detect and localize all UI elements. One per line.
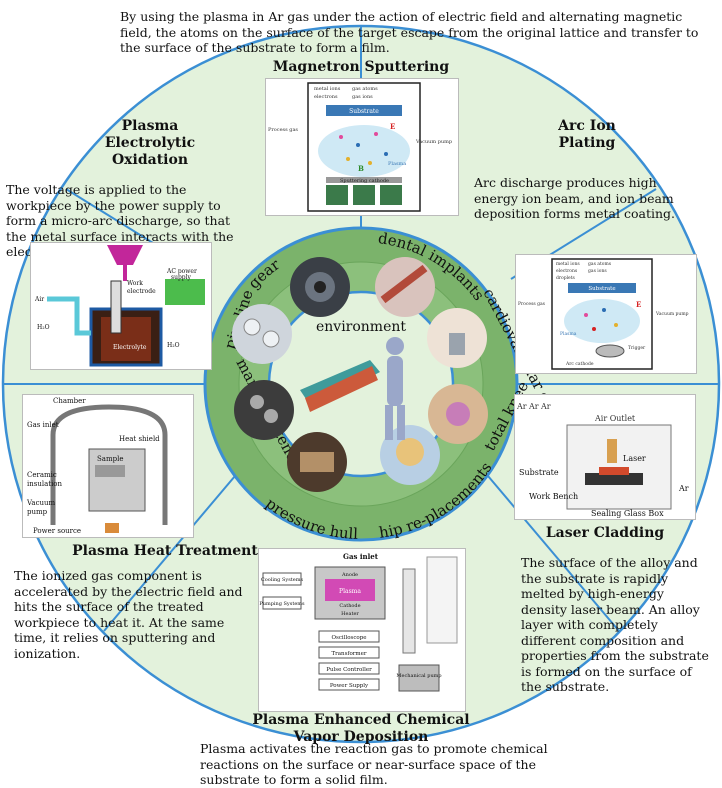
svg-text:Gas inlet: Gas inlet xyxy=(27,421,59,429)
arc-title: Arc Ion Plating xyxy=(558,118,616,151)
divider-bottom-right xyxy=(487,475,620,632)
svg-text:Cooling Systems: Cooling Systems xyxy=(261,577,304,583)
svg-text:insulation: insulation xyxy=(27,480,63,488)
svg-text:Substrate: Substrate xyxy=(519,468,559,477)
svg-text:Vacuum pump: Vacuum pump xyxy=(415,139,452,145)
svg-text:Transformer: Transformer xyxy=(331,651,366,657)
svg-text:droplets: droplets xyxy=(556,275,576,281)
magnetron-title: Magnetron Sputtering xyxy=(272,59,450,75)
svg-text:Heat shield: Heat shield xyxy=(119,435,160,443)
svg-text:Arc cathode: Arc cathode xyxy=(565,361,594,367)
svg-text:Substrate: Substrate xyxy=(349,108,379,115)
svg-text:Sample: Sample xyxy=(97,455,123,463)
center-label: environment xyxy=(316,319,406,335)
svg-text:Process gas: Process gas xyxy=(518,301,546,307)
svg-text:AC power: AC power xyxy=(166,268,197,275)
svg-text:Work: Work xyxy=(127,280,143,287)
human-skeleton-illustration xyxy=(385,337,405,440)
svg-text:electrons: electrons xyxy=(556,268,578,274)
svg-text:electrode: electrode xyxy=(127,288,156,295)
svg-text:Plasma: Plasma xyxy=(339,588,361,595)
svg-text:Air Outlet: Air Outlet xyxy=(594,414,636,423)
svg-text:Pulse Controller: Pulse Controller xyxy=(326,667,372,673)
svg-text:Heater: Heater xyxy=(341,611,359,617)
magnetron-description: By using the plasma in Ar gas under the … xyxy=(120,9,699,55)
svg-text:Sealing Glass Box: Sealing Glass Box xyxy=(591,509,664,518)
laser-description: The surface of the alloy and the substra… xyxy=(521,555,709,694)
peo-title: Plasma Electrolytic Oxidation xyxy=(104,118,196,168)
svg-text:Air: Air xyxy=(34,296,44,303)
svg-text:B: B xyxy=(358,164,364,173)
svg-text:Plasma: Plasma xyxy=(560,331,577,337)
peo-diagram: AC power supply Work electrode Air H₂O H… xyxy=(30,242,212,370)
svg-text:supply: supply xyxy=(171,274,192,281)
magnetron-figure: Substrate metal ions gas atoms electrons… xyxy=(268,82,452,212)
svg-text:Anode: Anode xyxy=(341,572,358,578)
magnetron-diagram: Substrate metal ions gas atoms electrons… xyxy=(265,78,459,216)
svg-text:Ar: Ar xyxy=(516,402,527,411)
laser-figure: Ar Ar Ar Air Outlet Laser Substrate Ar W… xyxy=(516,402,689,518)
svg-text:Cathode: Cathode xyxy=(339,603,360,609)
svg-text:Electrolyte: Electrolyte xyxy=(113,344,147,351)
svg-text:pump: pump xyxy=(27,508,48,516)
app-thumbnails xyxy=(232,257,488,492)
arc-figure: Substrate metal ions gas atoms electrons… xyxy=(518,258,689,370)
svg-text:Vacuum: Vacuum xyxy=(26,499,56,507)
svg-text:Chamber: Chamber xyxy=(53,397,86,405)
svg-text:gas ions: gas ions xyxy=(588,268,607,274)
svg-text:Oscilloscope: Oscilloscope xyxy=(332,635,367,641)
svg-text:E: E xyxy=(636,300,641,309)
divider-bottom-left xyxy=(103,475,236,632)
svg-text:metal ions: metal ions xyxy=(556,261,580,267)
laser-title: Laser Cladding xyxy=(545,525,665,541)
fasteners-thumb xyxy=(234,380,294,440)
pht-figure: Chamber Gas inlet Heat shield Sample Cer… xyxy=(26,397,168,535)
ship-illustration xyxy=(300,360,380,412)
svg-text:Process gas: Process gas xyxy=(268,127,298,133)
pht-description: The ionized gas component is accelerated… xyxy=(14,568,243,661)
svg-text:gas atoms: gas atoms xyxy=(352,86,378,92)
svg-text:E: E xyxy=(390,122,395,131)
svg-text:Vacuum pump: Vacuum pump xyxy=(655,311,689,317)
svg-text:Ar: Ar xyxy=(528,402,539,411)
svg-text:Ar: Ar xyxy=(678,484,689,493)
svg-text:electrons: electrons xyxy=(314,94,338,100)
pecvd-title: Plasma Enhanced Chemical Vapor Depositio… xyxy=(252,712,470,745)
svg-text:Mechanical pump: Mechanical pump xyxy=(396,673,441,679)
arc-description: Arc discharge produces high energy ion b… xyxy=(474,175,676,221)
laser-diagram: Ar Ar Ar Air Outlet Laser Substrate Ar W… xyxy=(514,394,696,520)
pecvd-figure: Gas inlet Anode Plasma Cathode Heater Co… xyxy=(259,552,458,692)
pipeline-thumb xyxy=(232,304,292,364)
svg-text:gas atoms: gas atoms xyxy=(588,261,612,267)
svg-text:Gas inlet: Gas inlet xyxy=(343,552,379,561)
arc-diagram: Substrate metal ions gas atoms electrons… xyxy=(515,254,697,374)
svg-text:Power Supply: Power Supply xyxy=(330,683,369,689)
svg-text:Substrate: Substrate xyxy=(588,286,615,292)
svg-text:Ar: Ar xyxy=(540,402,551,411)
svg-text:Ceramic: Ceramic xyxy=(27,471,57,479)
svg-text:H₂O: H₂O xyxy=(37,324,50,331)
pecvd-diagram: Gas inlet Anode Plasma Cathode Heater Co… xyxy=(258,548,466,712)
peo-figure: AC power supply Work electrode Air H₂O H… xyxy=(34,245,205,367)
svg-text:Laser: Laser xyxy=(623,454,646,463)
svg-text:Plasma: Plasma xyxy=(388,161,406,167)
svg-text:Power source: Power source xyxy=(33,527,81,535)
pecvd-description: Plasma activates the reaction gas to pro… xyxy=(200,741,548,787)
svg-text:H₂O: H₂O xyxy=(167,342,180,349)
svg-text:metal ions: metal ions xyxy=(314,86,341,92)
svg-text:Pumping Systems: Pumping Systems xyxy=(259,601,305,607)
pht-title: Plasma Heat Treatment xyxy=(72,543,258,559)
pht-diagram: Chamber Gas inlet Heat shield Sample Cer… xyxy=(22,394,194,538)
svg-text:Trigger: Trigger xyxy=(628,345,646,351)
svg-text:Work Bench: Work Bench xyxy=(529,492,578,501)
svg-text:gas ions: gas ions xyxy=(352,94,373,100)
svg-text:Sputtering cathode: Sputtering cathode xyxy=(340,178,389,184)
